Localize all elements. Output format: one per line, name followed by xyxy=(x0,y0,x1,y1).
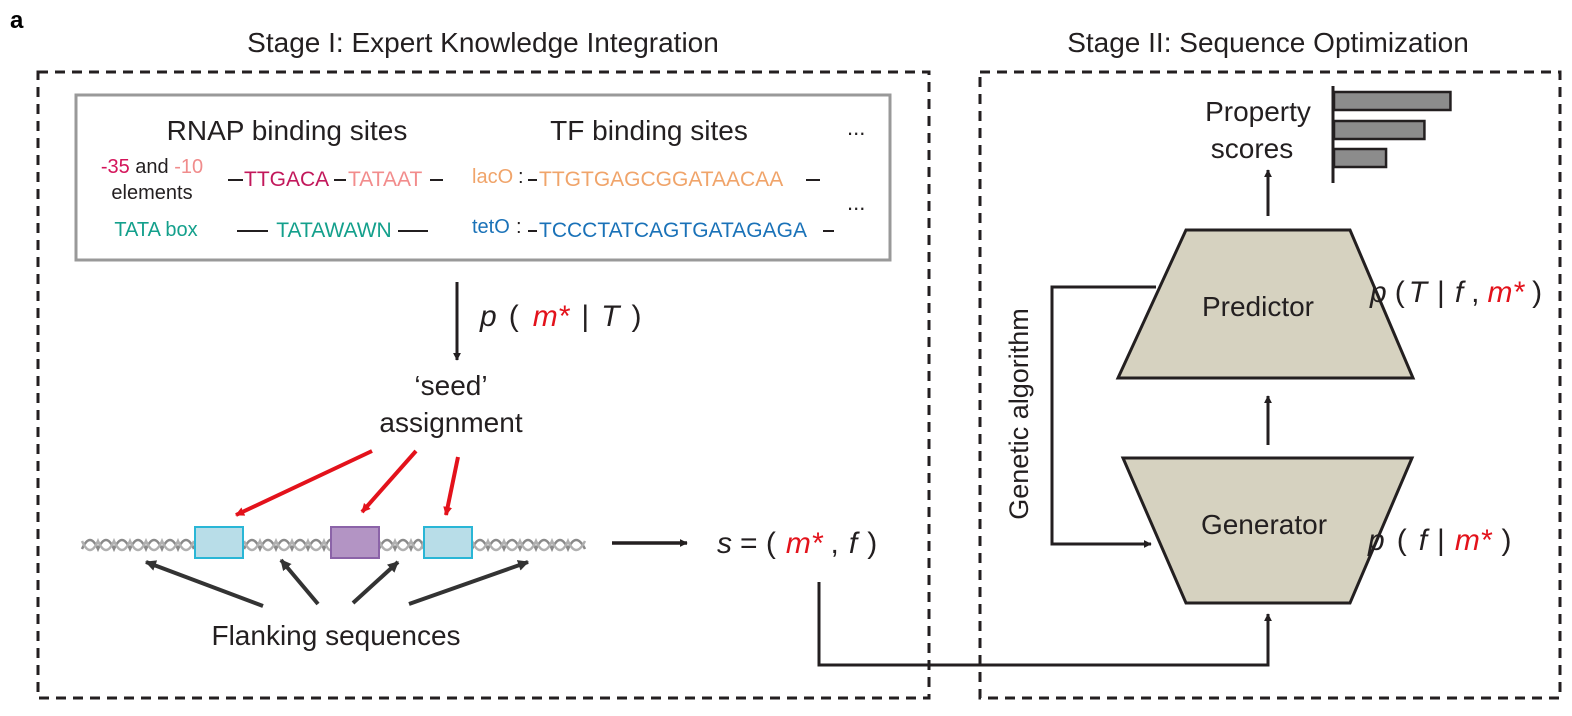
generator-label: Generator xyxy=(1201,509,1327,540)
pred-comma: , xyxy=(1471,276,1479,309)
motif-box-3 xyxy=(423,526,473,559)
knowledge-box xyxy=(74,93,892,262)
sequence-formula: s= ( m*, f) xyxy=(717,527,877,560)
tatawawn-seq: TATAWAWN xyxy=(276,219,391,242)
dna-strand-a xyxy=(80,538,587,553)
minus35-label: -35 xyxy=(101,156,130,178)
pred-t: T xyxy=(1409,276,1430,309)
gen-close: ) xyxy=(1502,524,1512,557)
pred-open: ( xyxy=(1395,276,1405,309)
flank-arrow-4 xyxy=(408,560,530,606)
pred-f: f xyxy=(1455,276,1466,309)
prob-t: T xyxy=(601,300,622,333)
prob-m: m* xyxy=(533,300,571,333)
score-bars xyxy=(1332,90,1452,169)
score-bar xyxy=(1332,119,1426,141)
laco-label: lacO xyxy=(472,166,513,188)
tataat-seq: TATAAT xyxy=(348,168,422,191)
genetic-algorithm-label: Genetic algorithm xyxy=(1004,308,1034,520)
predictor-probability: p(T| f, m*) xyxy=(1369,276,1542,309)
predictor-shape xyxy=(1115,228,1416,380)
genetic-loop-arrow xyxy=(1050,285,1156,548)
ttgaca-seq: TTGACA xyxy=(244,168,329,191)
prob-bar: | xyxy=(581,300,589,333)
motif-box-1 xyxy=(194,526,244,559)
generator-shape xyxy=(1120,456,1415,605)
laco-seq: TTGTGAGCGGATAACAA xyxy=(539,168,783,191)
panel-label: a xyxy=(10,7,24,34)
prior-probability: p ( m* | T) xyxy=(479,300,641,333)
gen-open: ( xyxy=(1397,524,1407,557)
teto-label: tetO xyxy=(472,216,510,238)
s-label: s xyxy=(717,527,732,560)
s-comma: , xyxy=(831,527,839,560)
prob-close: ) xyxy=(631,300,641,333)
flank-arrow-1 xyxy=(144,560,264,608)
s-eq: = ( xyxy=(740,527,776,560)
connector-to-generator xyxy=(817,582,1272,667)
laco-colon: : xyxy=(518,166,524,188)
ellipsis-mid: ... xyxy=(847,190,865,215)
stage1-title: Stage I: Expert Knowledge Integration xyxy=(247,27,719,58)
s-f: f xyxy=(849,527,860,560)
s-m: m* xyxy=(786,527,824,560)
seed-arrow-3 xyxy=(443,456,460,516)
stage1-frame xyxy=(36,70,931,700)
score-bar xyxy=(1332,147,1388,169)
teto-seq: TCCCTATCAGTGATAGAGA xyxy=(539,219,807,242)
motif-box-2 xyxy=(330,526,380,559)
flanking-label: Flanking sequences xyxy=(211,620,460,651)
property-label-line1: Property xyxy=(1205,96,1311,127)
teto-colon: : xyxy=(516,216,522,238)
elements-label-line2: elements xyxy=(111,182,192,204)
dna-strand-b xyxy=(80,537,587,552)
elements-label-line1: -35 and -10 xyxy=(101,156,203,178)
gen-f: f xyxy=(1419,524,1430,557)
and-word: and xyxy=(130,156,174,178)
seed-arrow-2 xyxy=(360,449,418,514)
ellipsis-top: ... xyxy=(847,115,865,140)
seed-label-line2: assignment xyxy=(379,407,522,438)
stage2-frame xyxy=(978,70,1562,700)
stage2-title: Stage II: Sequence Optimization xyxy=(1067,27,1469,58)
s-close: ) xyxy=(867,527,877,560)
prob-open: ( xyxy=(509,300,519,333)
seed-arrow-1 xyxy=(235,449,373,517)
pred-close: ) xyxy=(1532,276,1542,309)
pred-p: p xyxy=(1369,276,1387,309)
minus10-label: -10 xyxy=(174,156,203,178)
flank-arrow-3 xyxy=(351,560,400,605)
seed-label-line1: ‘seed’ xyxy=(414,370,487,401)
gen-m: m* xyxy=(1455,524,1493,557)
rnap-header: RNAP binding sites xyxy=(167,115,408,146)
tata-box-label: TATA box xyxy=(114,219,197,241)
gen-bar: | xyxy=(1437,524,1445,557)
property-label-line2: scores xyxy=(1211,133,1293,164)
pred-bar: | xyxy=(1437,276,1445,309)
score-bar xyxy=(1332,90,1452,112)
predictor-label: Predictor xyxy=(1202,291,1314,322)
prob-p: p xyxy=(479,300,497,333)
gen-p: p xyxy=(1367,524,1385,557)
generator-probability: p ( f| m*) xyxy=(1367,524,1512,557)
tf-header: TF binding sites xyxy=(550,115,748,146)
flank-arrow-2 xyxy=(279,558,320,606)
pred-m: m* xyxy=(1488,276,1526,309)
